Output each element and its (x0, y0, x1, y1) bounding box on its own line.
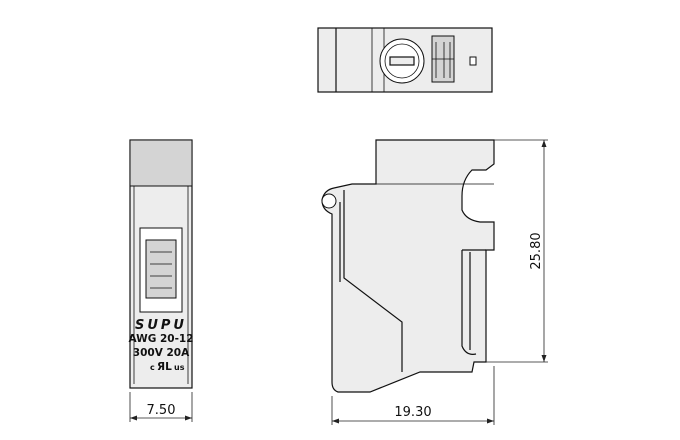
side-view-hook (321, 193, 337, 209)
top-view-window (469, 56, 477, 66)
side-view: 19.30 25.80 (321, 139, 548, 425)
brand-label: SUPU (135, 318, 187, 333)
front-view: SUPU AWG 20-12 300V 20A c ЯL us 7.50 (128, 139, 194, 422)
cert-us-label: us (174, 363, 185, 372)
side-view-body (321, 139, 495, 393)
cert-c-label: c (150, 363, 155, 372)
dimension-width-side: 19.30 (394, 405, 431, 420)
ul-logo: ЯL (157, 361, 172, 373)
top-view (317, 27, 493, 93)
dimension-width-front: 7.50 (147, 403, 176, 418)
front-view-lever (145, 239, 177, 299)
awg-label: AWG 20-12 (128, 333, 193, 345)
dimension-height-side: 25.80 (529, 232, 544, 269)
screw-slot (389, 56, 415, 66)
front-view-top-cap (129, 139, 193, 187)
rating-label: 300V 20A (133, 347, 190, 359)
